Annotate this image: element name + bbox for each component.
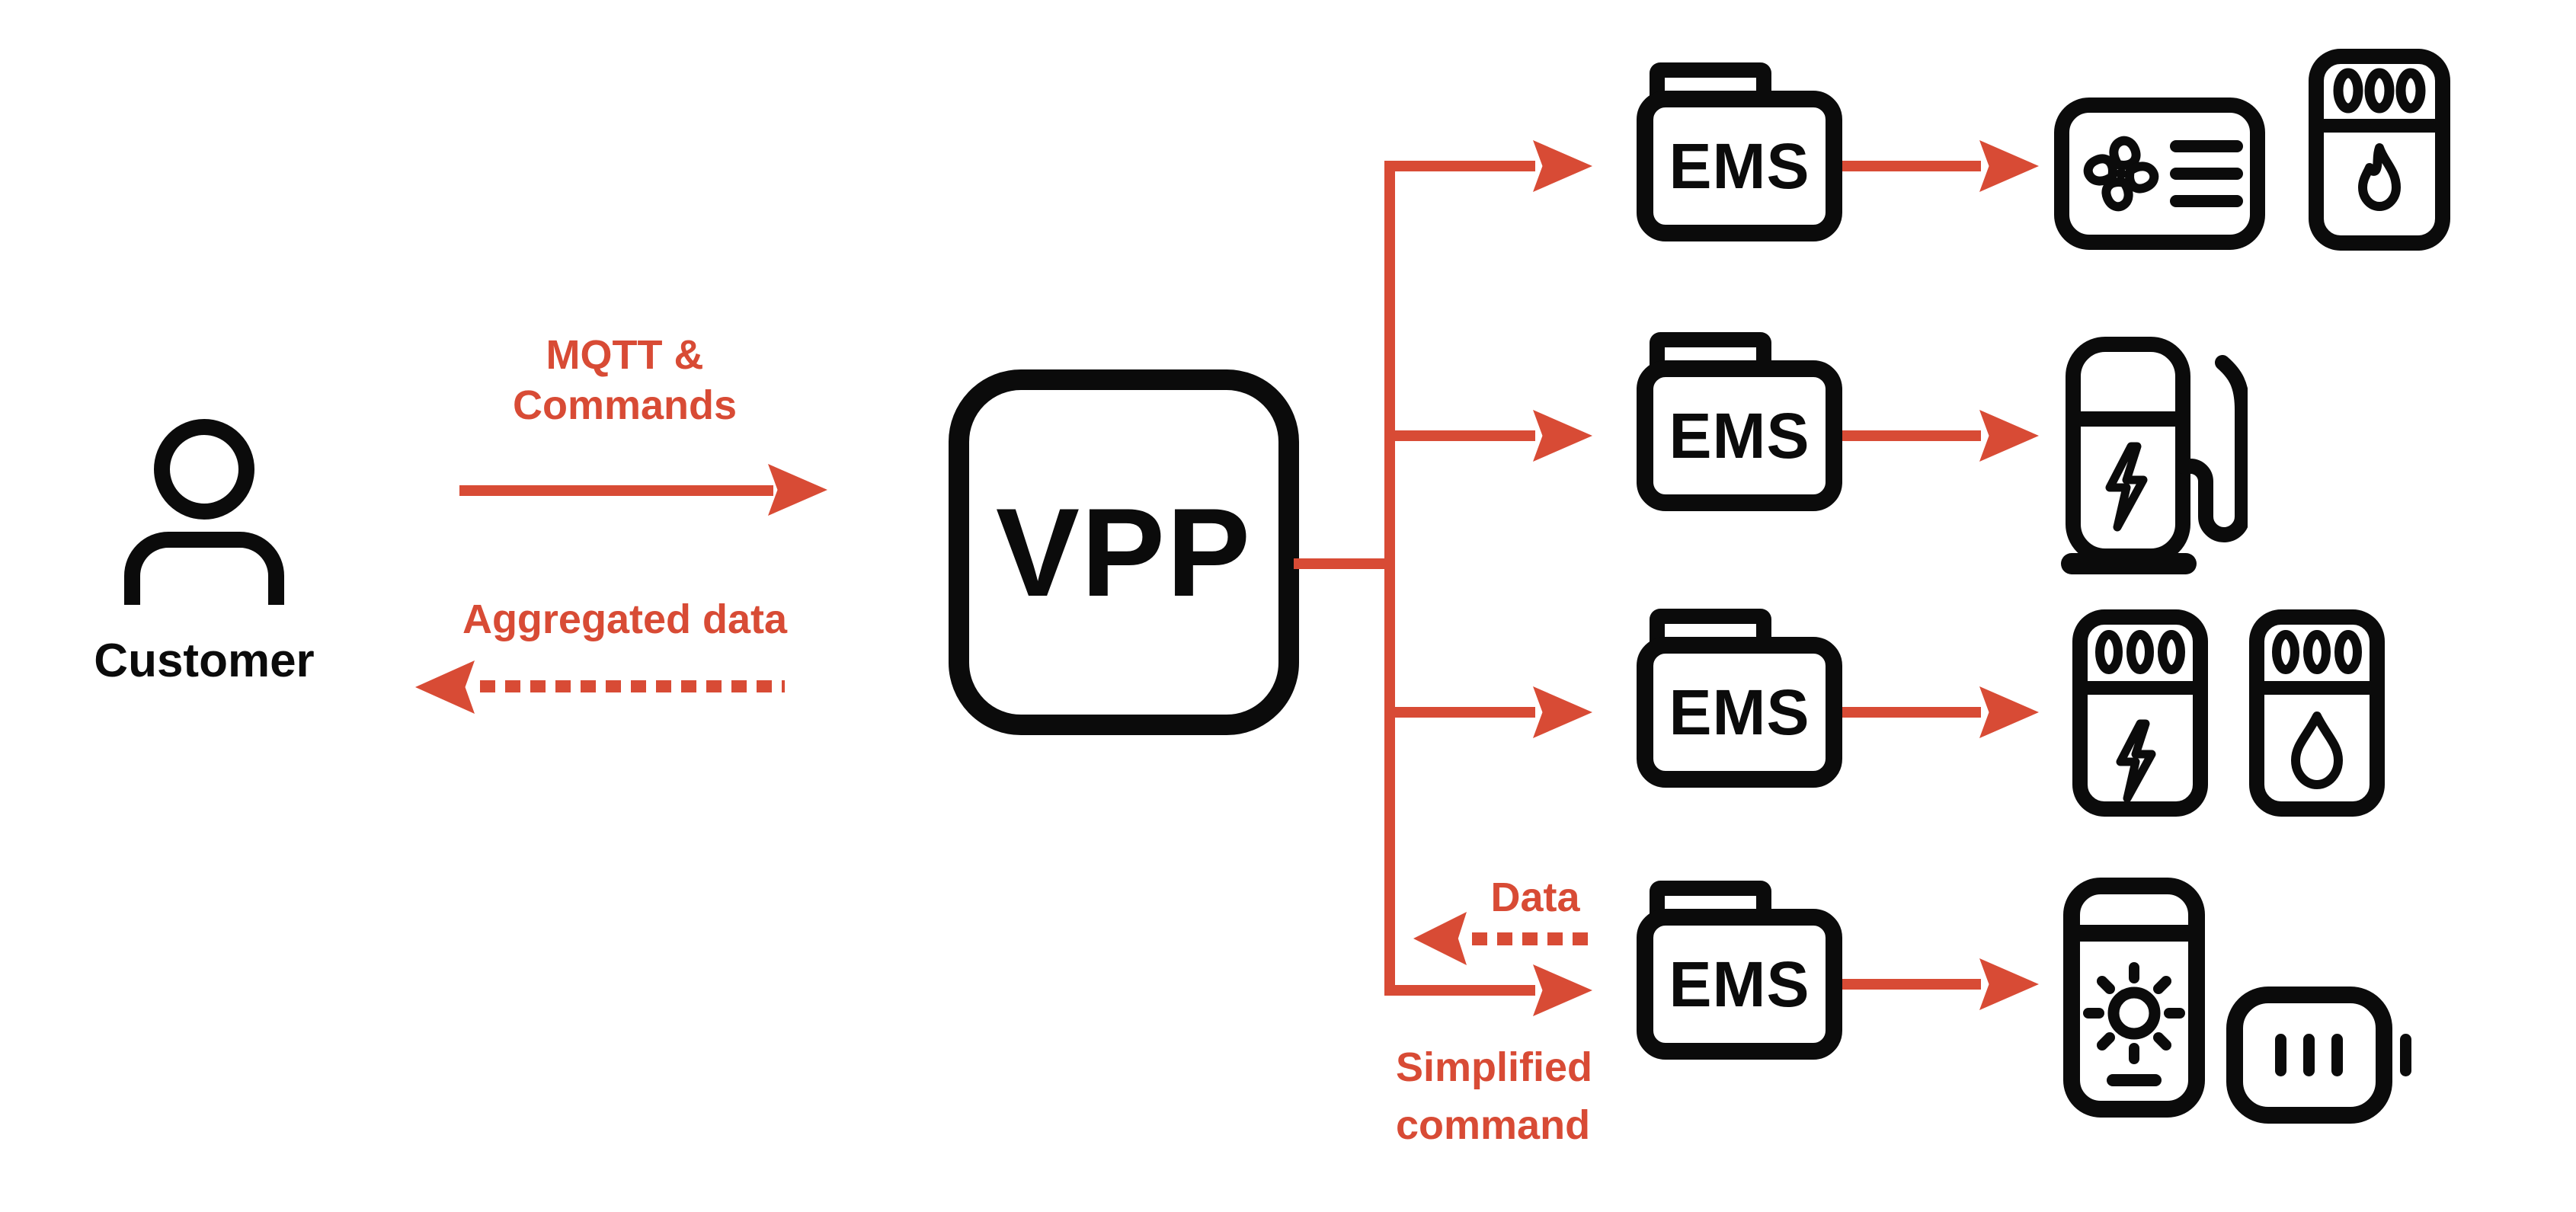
branch-arrow-shaft-4 [1394,985,1535,996]
mqtt-label-line2: Commands [512,382,738,428]
ems-label: EMS [1669,676,1810,748]
vpp-label: VPP [995,481,1253,622]
ems-label: EMS [1669,399,1810,472]
simplified-command-line1: Simplified [1396,1044,1593,1090]
ems-device-arrow-shaft-4 [1842,979,1981,990]
solar-inverter-icon [2063,878,2205,1118]
ems-label: EMS [1669,130,1810,202]
vpp-box: VPP [949,369,1299,735]
customer-label: Customer [94,635,315,687]
vpp-output-connector [1294,558,1390,569]
hvac-fan-unit-icon [2054,98,2265,250]
simplified-command-label: Simplified command [1396,1038,1716,1154]
electric-heater-icon [2072,609,2208,817]
branch-arrowhead-4 [1533,964,1592,1016]
mqtt-label-line1: MQTT & [546,332,704,378]
ems-device-arrowhead-1 [1979,140,2039,192]
vpp-to-customer-arrowhead [415,660,475,714]
customer-to-vpp-arrow-shaft [459,485,773,496]
ems-device-arrow-shaft-2 [1842,430,1981,441]
customer-to-vpp-arrowhead [768,464,827,516]
person-shoulders [124,532,284,605]
ems-device-arrow-shaft-3 [1842,707,1981,718]
gas-heater-icon [2309,49,2450,251]
data-label: Data [1490,875,1580,920]
person-icon [154,419,254,520]
vpp-to-customer-dotted-shaft [480,680,785,692]
ems-to-vpp-data-arrowhead [1413,912,1467,965]
ems-unit-icon: EMS [1637,62,1842,241]
branch-arrowhead-2 [1533,410,1592,462]
ems-unit-icon: EMS [1637,881,1842,1060]
ems-body [1637,909,1842,1060]
mqtt-commands-label: MQTT & Commands [434,330,815,430]
aggregated-data-label: Aggregated data [462,596,788,642]
branch-arrow-shaft-3 [1394,707,1535,718]
branch-trunk-line [1384,161,1395,996]
home-battery-icon [2226,987,2417,1124]
branch-arrowhead-1 [1533,140,1592,192]
ems-body [1637,91,1842,241]
ev-charger-icon [2061,335,2248,580]
simplified-command-line2: command [1396,1102,1591,1148]
water-heater-icon [2249,609,2385,817]
ems-device-arrowhead-4 [1979,958,2039,1010]
ems-label: EMS [1669,948,1810,1020]
ems-device-arrowhead-3 [1979,686,2039,738]
branch-arrow-shaft-2 [1394,430,1535,441]
ems-device-arrowhead-2 [1979,410,2039,462]
ems-unit-icon: EMS [1637,332,1842,511]
ems-body [1637,637,1842,788]
ems-to-vpp-data-dotted-shaft [1472,932,1590,945]
ems-unit-icon: EMS [1637,609,1842,788]
ems-body [1637,360,1842,511]
ems-device-arrow-shaft-1 [1842,161,1981,171]
branch-arrowhead-3 [1533,686,1592,738]
branch-arrow-shaft-1 [1394,161,1535,171]
